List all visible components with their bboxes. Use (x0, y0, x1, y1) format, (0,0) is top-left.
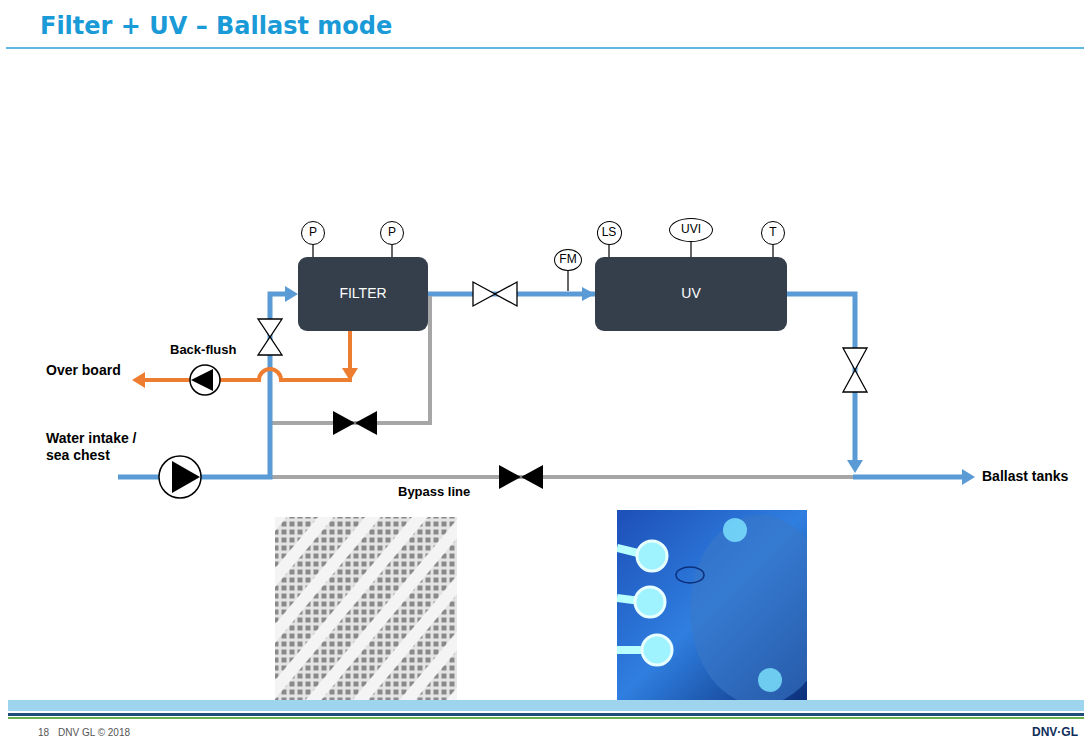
arrow-head (132, 372, 145, 388)
uv-lamp (642, 635, 672, 665)
unit-name: FILTER (339, 286, 386, 301)
page-number: 18 (38, 727, 49, 739)
outlet-pipe (787, 294, 855, 462)
footer-rule (8, 713, 1084, 716)
closed-valve (499, 465, 543, 489)
bypass-line (272, 475, 853, 479)
instrument-tag: FM (559, 253, 576, 266)
overboard-pipe (142, 378, 190, 382)
instrument-lead (772, 245, 773, 257)
intake-pipe (118, 475, 159, 480)
pump-triangle (191, 369, 213, 391)
arrow-head (962, 469, 975, 485)
arrow-head (342, 368, 358, 381)
uv-lamp (723, 518, 747, 542)
uv-plate (690, 515, 807, 700)
uv-lamp-photo (617, 510, 807, 700)
instrument-tag: P (309, 226, 317, 239)
open-valve (473, 282, 517, 306)
valve-half (258, 337, 282, 355)
pressure-gauge: P (301, 221, 325, 245)
backflush-pipe (220, 331, 350, 380)
footer-band (8, 700, 1084, 711)
instrument-lead (567, 271, 568, 291)
instrument-tag: P (388, 226, 396, 239)
filter-unit: FILTER (298, 257, 428, 331)
pump-symbol (159, 456, 201, 498)
mesh-bars (275, 517, 457, 700)
tank-pipe (853, 475, 964, 480)
line-label: Back-flush (170, 342, 236, 358)
arrow-head (285, 286, 298, 302)
pump-symbol (190, 365, 220, 395)
uv-reactor: UV (595, 257, 787, 331)
title-rule (6, 47, 1084, 49)
temperature-sensor: T (761, 221, 785, 245)
valve-half (333, 411, 355, 435)
pump-triangle (172, 461, 200, 493)
valve-half (473, 282, 495, 306)
uv-lamp (758, 668, 782, 692)
flow-meter: FM (554, 249, 582, 271)
uv-ring (676, 567, 704, 583)
unit-name: UV (681, 286, 700, 301)
line-label: Bypass line (398, 484, 470, 500)
slide-title: Filter + UV – Ballast mode (40, 12, 392, 40)
valve-half (495, 282, 517, 306)
valve-half (258, 319, 282, 337)
arrow-head (847, 460, 863, 473)
uv-lamp (635, 587, 665, 617)
open-valve (258, 319, 282, 355)
mesh-grid (275, 517, 457, 700)
instrument-lead (608, 245, 609, 257)
instrument-tag: UVI (681, 223, 701, 236)
destination-label: Ballast tanks (982, 468, 1068, 485)
closed-valve (333, 411, 377, 435)
filter-mesh-photo (275, 517, 457, 700)
company-logo: DNV·GL (1032, 725, 1078, 739)
instrument-lead (690, 242, 691, 257)
instrument-lead (391, 245, 392, 257)
valve-half (843, 348, 867, 370)
instrument-lead (312, 245, 313, 257)
open-valve (843, 348, 867, 392)
uv-intensity-sensor: UVI (669, 218, 713, 242)
copyright-note: DNV GL © 2018 (58, 727, 130, 739)
footer-rule (8, 717, 1084, 719)
valve-half (499, 465, 521, 489)
level-switch: LS (597, 221, 622, 245)
valve-half (355, 411, 377, 435)
pressure-gauge: P (380, 221, 404, 245)
destination-label: Over board (46, 362, 121, 379)
uv-lamp (637, 541, 667, 571)
instrument-tag: LS (602, 226, 617, 239)
instrument-tag: T (769, 226, 776, 239)
valve-half (843, 370, 867, 392)
source-label: Water intake / sea chest (46, 430, 154, 464)
valve-half (521, 465, 543, 489)
